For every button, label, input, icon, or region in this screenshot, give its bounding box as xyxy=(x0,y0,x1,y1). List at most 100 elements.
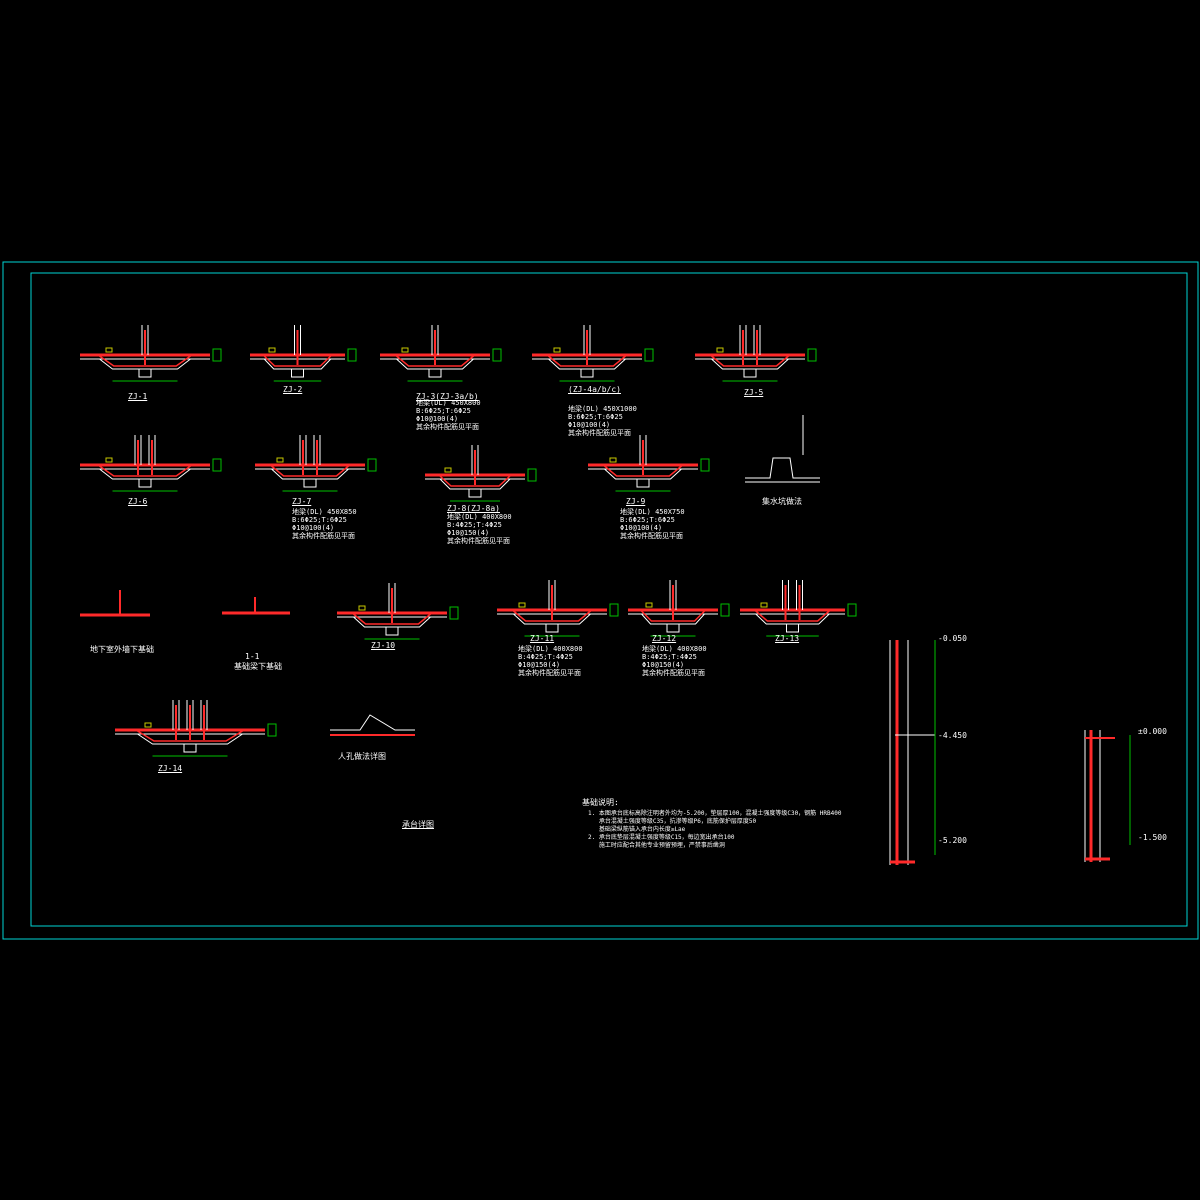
elev-mid-label: -4.450 xyxy=(938,731,967,740)
zj6-rebar-tag xyxy=(105,457,113,463)
zj2-pile xyxy=(291,368,304,378)
zj3-pile xyxy=(428,368,442,378)
zj7-note: Φ10@100(4) xyxy=(292,524,335,532)
zj1-label: ZJ-1 xyxy=(128,392,148,401)
zj13-pile xyxy=(786,623,799,633)
zj14-level-tag xyxy=(267,723,277,737)
zj12-rebar-tag xyxy=(645,602,653,608)
zj8-label: ZJ-8(ZJ-8a) xyxy=(447,504,500,513)
zj9-pile xyxy=(636,478,650,488)
zj13-cap-concrete xyxy=(755,610,830,622)
zj8-rebar-tag xyxy=(444,467,452,473)
zj9-note: B:6Φ25;T:6Φ25 xyxy=(620,516,675,524)
zj6-cap-outline xyxy=(99,468,191,480)
section-b-subtitle: 基础梁下基础 xyxy=(234,662,282,671)
zj7-pile xyxy=(303,478,317,488)
zj12-pile xyxy=(666,623,680,633)
zj9-cap-concrete xyxy=(604,465,682,477)
zj9-level-tag xyxy=(700,458,710,472)
zj12-cap-concrete xyxy=(640,610,706,622)
zj5-cap-outline xyxy=(711,358,789,370)
sump-outline xyxy=(745,457,820,479)
elev-top-label: -0.050 xyxy=(938,634,967,643)
section-a-title: 地下室外墙下基础 xyxy=(90,645,154,654)
zj7-level-tag xyxy=(367,458,377,472)
inner-frame xyxy=(30,272,1188,927)
zj6-level-tag xyxy=(212,458,222,472)
zj11-note: Φ10@150(4) xyxy=(518,661,561,669)
zj9-rebar-tag xyxy=(609,457,617,463)
zj11-note: 其余构件配筋见平面 xyxy=(518,669,581,677)
zj3-cap-concrete xyxy=(396,355,474,367)
zj8-cap-concrete xyxy=(439,475,511,487)
zj5-label: ZJ-5 xyxy=(744,388,764,397)
zj6-pile xyxy=(138,478,152,488)
zj12-note: B:4Φ25;T:4Φ25 xyxy=(642,653,697,661)
zj1-level-tag xyxy=(212,348,222,362)
notes-title: 基础说明: xyxy=(582,798,619,807)
zj5-cap-concrete xyxy=(711,355,789,367)
general-note-line: 1. 本图承台底标高除注明者外均为-5.200，垫层厚100，混凝土强度等级C3… xyxy=(588,810,842,817)
zj5-level-tag xyxy=(807,348,817,362)
zj4-level-tag xyxy=(644,348,654,362)
zj3-note: B:6Φ25;T:6Φ25 xyxy=(416,407,471,415)
zj12-note: Φ10@150(4) xyxy=(642,661,685,669)
zj4-cap-concrete xyxy=(548,355,626,367)
zj14-pile xyxy=(183,743,197,753)
zj9-label: ZJ-9 xyxy=(626,497,646,506)
general-note-line: 2. 承台底垫层混凝土强度等级C15，每边宽出承台100 xyxy=(588,834,735,841)
zj13-level-tag xyxy=(847,603,857,617)
zj9-note: Φ10@100(4) xyxy=(620,524,663,532)
zj1-pile xyxy=(138,368,152,378)
zj9-note: 其余构件配筋见平面 xyxy=(620,532,683,540)
zj3-rebar-tag xyxy=(401,347,409,353)
zj11-cap-concrete xyxy=(513,610,591,622)
zj10-rebar-tag xyxy=(358,605,366,611)
zj8-level-tag xyxy=(527,468,537,482)
zj8-pile xyxy=(468,488,482,498)
zj1-cap-concrete xyxy=(99,355,191,367)
zj4-pile xyxy=(580,368,594,378)
zj3-level-tag xyxy=(492,348,502,362)
zj11-label: ZJ-11 xyxy=(530,634,555,643)
zj14-label: ZJ-14 xyxy=(158,764,183,773)
zj4-note: 地梁(DL) 450X1000 xyxy=(568,405,637,413)
zj4-note: Φ10@100(4) xyxy=(568,421,611,429)
zj3-label: ZJ-3(ZJ-3a/b) xyxy=(416,392,479,401)
zj12-note: 地梁(DL) 400X800 xyxy=(642,645,707,653)
sump-detail-title: 集水坑做法 xyxy=(762,497,802,506)
zj2-level-tag xyxy=(347,348,357,362)
zj11-level-tag xyxy=(609,603,619,617)
zj4-note: B:6Φ25;T:6Φ25 xyxy=(568,413,623,421)
zj10-label: ZJ-10 xyxy=(371,641,396,650)
zj7-label: ZJ-7 xyxy=(292,497,312,506)
zj14-cap-concrete xyxy=(137,730,243,742)
zj12-note: 其余构件配筋见平面 xyxy=(642,669,705,677)
zj11-note: 地梁(DL) 400X800 xyxy=(518,645,583,653)
zj3-note: 其余构件配筋见平面 xyxy=(416,423,479,431)
general-note-line: 施工时应配合其他专业预留预埋，严禁事后凿洞 xyxy=(588,842,725,849)
zj9-note: 地梁(DL) 450X750 xyxy=(620,508,685,516)
zj5-rebar-tag xyxy=(716,347,724,353)
zj13-cap-outline xyxy=(755,613,830,625)
general-note-line: 承台混凝土强度等级C35，抗渗等级P6，底筋保护层厚度50 xyxy=(588,818,757,825)
zj4-note: 其余构件配筋见平面 xyxy=(568,429,631,437)
zj6-label: ZJ-6 xyxy=(128,497,148,506)
elev-right-top-label: ±0.000 xyxy=(1138,727,1167,736)
zj14-rebar-tag xyxy=(144,722,152,728)
manhole-title: 人孔做法详图 xyxy=(338,752,386,761)
manhole-outline xyxy=(330,714,415,731)
zj8-note: Φ10@150(4) xyxy=(447,529,490,537)
zj2-cap-concrete xyxy=(263,355,332,367)
zj7-note: 地梁(DL) 450X850 xyxy=(292,508,357,516)
zj1-rebar-tag xyxy=(105,347,113,353)
zj13-rebar-tag xyxy=(760,602,768,608)
zj6-cap-concrete xyxy=(99,465,191,477)
zj2-rebar-tag xyxy=(268,347,276,353)
zj7-cap-concrete xyxy=(271,465,349,477)
zj8-note: 地梁(DL) 400X800 xyxy=(447,513,512,521)
sheet-title: 承台详图 xyxy=(402,820,434,829)
zj10-pile xyxy=(385,626,399,636)
general-note-line: 基础梁纵筋锚入承台内长度≥Laе xyxy=(588,826,686,833)
